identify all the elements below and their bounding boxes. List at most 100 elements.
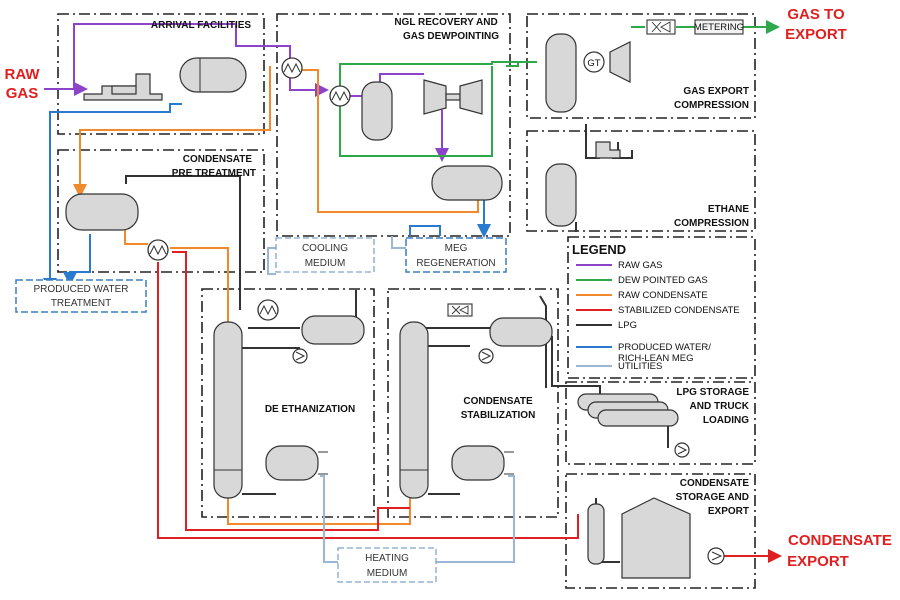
stabilizer-reboiler <box>451 445 514 481</box>
dew-pointed-gas-lines <box>339 20 780 157</box>
ethane-title-line-1: ETHANE <box>708 204 749 215</box>
export-scrubber <box>545 33 577 113</box>
cooling-medium-line-2: MEDIUM <box>305 258 346 269</box>
lpg-storage-title-line-1: LPG STORAGE <box>676 387 749 398</box>
turbo-expander <box>423 79 483 115</box>
legend-label: RICH-LEAN MEG <box>618 353 693 364</box>
condensate-storage-box <box>565 473 756 589</box>
legend-box <box>567 236 756 379</box>
legend-label: LPG <box>618 320 637 331</box>
legend-item: PRODUCED WATER/RICH-LEAN MEG <box>576 342 711 364</box>
ethane-title-line-2: COMPRESSION <box>674 218 749 229</box>
lpg-bullet-tanks <box>577 393 679 427</box>
slug-catcher <box>83 73 163 101</box>
gas-export-title-line-2: COMPRESSION <box>674 100 749 111</box>
legend-item: STABILIZED CONDENSATE <box>576 305 740 316</box>
arrival-facilities-title: ARRIVAL FACILITIES <box>151 20 252 31</box>
condensate-pre-treatment-box <box>57 149 265 273</box>
legend-item: DEW POINTED GAS <box>576 275 708 286</box>
deethanizer-reflux-drum <box>301 315 365 345</box>
inlet-separator <box>179 57 247 93</box>
heating-medium-box <box>337 547 437 583</box>
raw-gas-line-2: GAS <box>6 85 39 102</box>
cooling-medium-box <box>275 237 375 273</box>
produced-water-lines <box>43 103 491 292</box>
gas-gas-exchanger-icon <box>281 57 303 79</box>
ngl-title-line-1: NGL RECOVERY AND <box>394 17 497 28</box>
condensate-separator <box>65 193 139 231</box>
meg-regeneration-box <box>405 237 507 273</box>
condensate-storage-tank <box>621 497 691 579</box>
legend-item: RAW GAS <box>576 260 663 271</box>
legend-label: RAW GAS <box>618 260 663 271</box>
stabilizer-column <box>399 321 429 499</box>
metering-label: METERING <box>694 22 744 33</box>
deethanizer-condenser-icon <box>257 299 279 321</box>
condensate-exchanger-icon <box>147 239 169 261</box>
meg-line-1: MEG <box>445 243 468 254</box>
gas-export-compression-box <box>526 13 756 119</box>
turbine-label: GT <box>587 58 600 69</box>
metering-skid <box>694 19 744 35</box>
condensate-export-line-1: CONDENSATE <box>788 532 892 549</box>
legend-title: LEGEND <box>572 242 626 257</box>
legend-label: STABILIZED CONDENSATE <box>618 305 740 316</box>
ngl-title-line-2: GAS DEWPOINTING <box>403 31 499 42</box>
deethanizer-pump-icon <box>292 348 308 364</box>
lpg-storage-box <box>565 381 756 465</box>
meg-line-2: REGENERATION <box>416 258 495 269</box>
stabilization-title-line-1: CONDENSATE <box>463 396 533 407</box>
stabilizer-cooler-icon <box>447 303 473 317</box>
heating-medium-line-2: MEDIUM <box>367 568 408 579</box>
gas-turbine: GT <box>583 51 605 73</box>
stabilized-condensate-lines <box>157 251 782 563</box>
produced-water-line-2: TREATMENT <box>51 298 111 309</box>
raw-gas-label: RAW GAS <box>5 66 41 102</box>
legend-item: UTILITIES <box>576 361 662 372</box>
produced-water-line-1: PRODUCED WATER <box>34 284 129 295</box>
condensate-storage-title-line-3: EXPORT <box>708 506 749 517</box>
gas-export-line-2: EXPORT <box>785 26 847 43</box>
legend-label: DEW POINTED GAS <box>618 275 708 286</box>
deethanization-box <box>201 288 375 518</box>
condensate-pre-title-line-2: PRE TREATMENT <box>172 168 256 179</box>
heating-medium-line-1: HEATING <box>365 553 409 564</box>
legend-label: UTILITIES <box>618 361 662 372</box>
ngl-exchanger-icon <box>329 85 351 107</box>
legend-label: PRODUCED WATER/ <box>618 342 711 353</box>
legend-item: LPG <box>576 320 637 331</box>
ethane-scrubber <box>545 163 577 227</box>
deethanizer-reboiler <box>265 445 328 481</box>
produced-water-box <box>15 279 147 313</box>
condensate-export-line-2: EXPORT <box>787 553 849 570</box>
ethane-compressor <box>595 141 621 159</box>
legend-items: RAW GAS DEW POINTED GAS RAW CONDENSATE STAB… <box>576 260 740 372</box>
deethanizer-column <box>213 321 243 499</box>
condensate-export-pump-icon <box>707 547 725 565</box>
cooling-medium-line-1: COOLING <box>302 243 348 254</box>
ngl-accumulator <box>431 165 503 201</box>
condensate-filter <box>587 503 605 565</box>
deethanization-title: DE ETHANIZATION <box>265 404 355 415</box>
cooler-icon <box>646 19 676 35</box>
cold-separator <box>361 81 393 141</box>
ethane-compression-box <box>526 130 756 232</box>
legend-label: RAW CONDENSATE <box>618 290 708 301</box>
stabilizer-reflux-drum <box>489 317 553 347</box>
condensate-export-label: CONDENSATE EXPORT <box>787 532 892 570</box>
condensate-stabilization-box <box>387 288 559 518</box>
gas-export-label: GAS TO EXPORT <box>785 6 847 43</box>
condensate-pre-title-line-1: CONDENSATE <box>183 154 253 165</box>
raw-condensate-lines <box>73 66 479 525</box>
legend-item: RAW CONDENSATE <box>576 290 708 301</box>
arrival-facilities-box <box>57 13 265 135</box>
gas-export-line-1: GAS TO <box>787 6 845 23</box>
raw-gas-line-1: RAW <box>5 66 41 83</box>
stabilization-title-line-2: STABILIZATION <box>461 410 536 421</box>
lpg-storage-title-line-2: AND TRUCK <box>690 401 750 412</box>
condensate-storage-title-line-2: STORAGE AND <box>676 492 749 503</box>
ngl-recovery-box <box>276 13 511 237</box>
export-compressor <box>609 41 631 83</box>
condensate-storage-title-line-1: CONDENSATE <box>680 478 750 489</box>
